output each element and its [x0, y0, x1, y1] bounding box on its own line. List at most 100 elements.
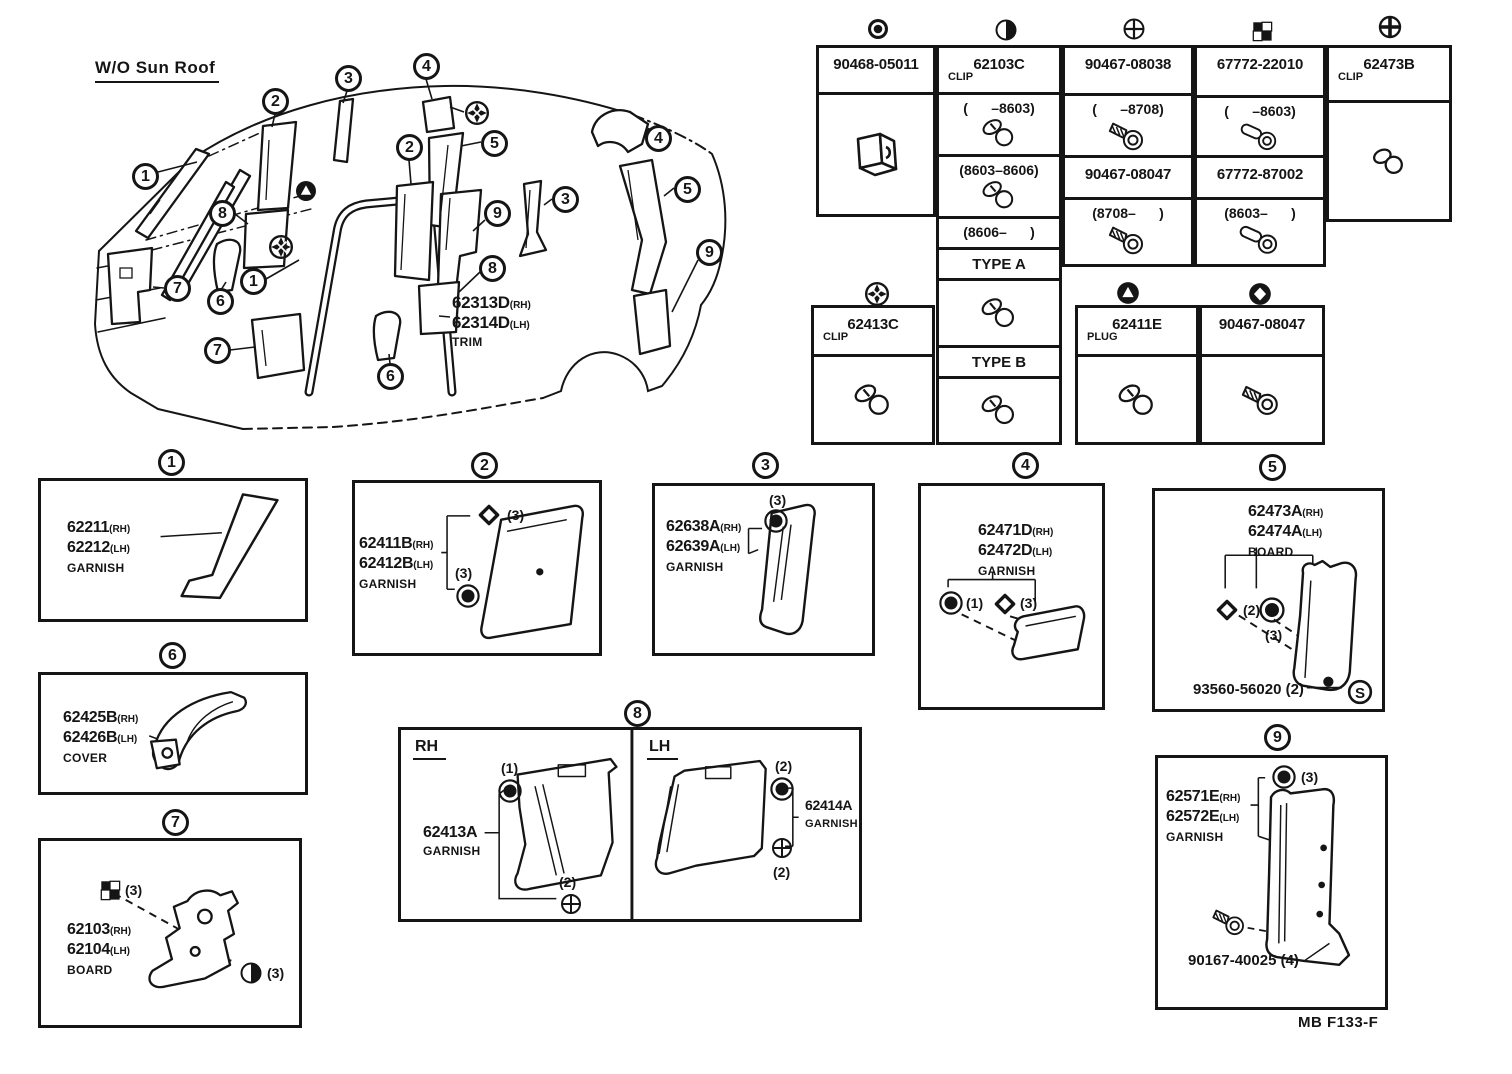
squares-icon: [1251, 20, 1273, 42]
dot-icon: [455, 583, 481, 609]
squares-icon: [99, 879, 121, 901]
part-number: 62473A: [1248, 503, 1303, 520]
callout-3: 3: [335, 65, 362, 92]
screw-drawing: [1102, 117, 1154, 155]
star-circle-icon: [464, 100, 490, 126]
part-number: 62571E: [1166, 788, 1220, 805]
detail-callout-2: 2: [471, 452, 498, 479]
callout-9: 9: [696, 239, 723, 266]
callout-7: 7: [164, 275, 191, 302]
fastener-col-67772: 67772-22010 ( –8603) 67772-87002 (8603– …: [1194, 45, 1326, 267]
part-number: 90468-05011: [833, 56, 919, 73]
fastener-col-90467: 90467-08038 ( –8708) 90467-08047 (8708– …: [1062, 45, 1194, 267]
lh-header: LH: [647, 738, 679, 760]
part-number: 62425B: [63, 709, 118, 726]
callout-5b: 5: [674, 176, 701, 203]
screw-drawing: [1236, 380, 1288, 420]
screw-drawing: [1102, 221, 1154, 259]
callout-7b: 7: [204, 337, 231, 364]
triangle-circle-icon: [294, 179, 318, 203]
garnish-drawing: [747, 503, 816, 636]
dot-icon: [938, 590, 964, 616]
screw-part-number: 90167-40025: [1188, 952, 1277, 969]
part-number: 62474A: [1248, 523, 1303, 540]
part-number: 62473B: [1363, 56, 1415, 73]
sunroof-note: W/O Sun Roof: [95, 58, 220, 83]
part-number: 62426B: [63, 729, 118, 746]
callout-1b: 1: [240, 268, 267, 295]
clip-drawing: [977, 392, 1021, 428]
diamond-icon: [477, 503, 501, 527]
fastener-col-62473B: 62473B CLIP: [1326, 45, 1452, 222]
part-number: 62411E: [1112, 316, 1162, 333]
page-code: MB F133-F: [1298, 1014, 1379, 1031]
callout-1: 1: [132, 163, 159, 190]
detail-box-6: 62425B(RH) 62426B(LH) COVER: [38, 672, 308, 795]
callout-3b: 3: [552, 186, 579, 213]
fastener-box-90467-08047: 90467-08047: [1199, 305, 1325, 445]
board-drawing: [1224, 547, 1358, 692]
dot-icon: [1258, 596, 1286, 624]
grommet-drawing: [1366, 142, 1412, 180]
dot-icon: [497, 778, 523, 804]
callout-6: 6: [207, 288, 234, 315]
part-number: 62413C: [847, 316, 899, 333]
part-number: 62314D: [452, 313, 510, 332]
part-number: 62104: [67, 941, 110, 958]
diamond-circle-icon: [1247, 281, 1273, 307]
garnish-drawing: [947, 571, 1086, 661]
fastener-col-90468: 90468-05011: [816, 45, 936, 217]
cross-circle-icon: [1122, 17, 1146, 41]
star-circle-icon: [864, 281, 890, 307]
type-a-label: TYPE A: [972, 256, 1026, 273]
car-body-diagram: [93, 78, 727, 430]
part-number: 62411B: [359, 535, 413, 552]
callout-4b: 4: [645, 125, 672, 152]
part-number: 62212: [67, 539, 110, 556]
part-number: 90467-08047: [1218, 316, 1306, 333]
callout-9b: 9: [484, 200, 511, 227]
dot-icon: [769, 776, 795, 802]
part-number: 62638A: [666, 518, 721, 535]
part-number: 62103C: [973, 56, 1025, 73]
detail-box-1: 62211(RH) 62212(LH) GARNISH: [38, 478, 308, 622]
part-number: 90467-08047: [1084, 166, 1172, 183]
thin-cross-circle-icon: [559, 892, 583, 916]
callout-6b: 6: [377, 363, 404, 390]
detail-box-5: (2) (3) 62473A(RH) 62474A(LH) BOARD 9356…: [1152, 488, 1385, 712]
s-circle-icon: [1347, 679, 1373, 705]
detail-callout-1: 1: [158, 449, 185, 476]
callout-5: 5: [481, 130, 508, 157]
part-number: 62313D: [452, 293, 510, 312]
callout-2b: 2: [396, 134, 423, 161]
door-trim-label: 62313D(RH) 62314D(LH) TRIM: [452, 293, 531, 349]
detail-callout-4: 4: [1012, 452, 1039, 479]
callout-2: 2: [262, 88, 289, 115]
plug-drawing: [1114, 381, 1160, 419]
callout-8b: 8: [479, 255, 506, 282]
part-number: 67772-87002: [1216, 166, 1304, 183]
callout-4: 4: [413, 53, 440, 80]
bolt-drawing: [1234, 221, 1286, 259]
thin-cross-circle-icon: [770, 836, 794, 860]
clip-drawing: [850, 381, 896, 419]
detail-callout-8: 8: [624, 700, 651, 727]
star-circle-icon: [268, 234, 294, 260]
leader-lines: [152, 78, 699, 365]
triangle-circle-icon: [1115, 280, 1141, 306]
bold-cross-circle-icon: [1378, 15, 1402, 39]
clip-drawing: [977, 178, 1021, 212]
half-circle-icon: [994, 18, 1018, 42]
detail-callout-7: 7: [162, 809, 189, 836]
detail-callout-5: 5: [1259, 454, 1286, 481]
detail-box-9: (3) 62571E(RH) 62572E(LH) GARNISH 90167-…: [1155, 755, 1388, 1010]
callout-8: 8: [209, 200, 236, 227]
fastener-col-62103C: 62103C CLIP ( –8603) (8603–8606) (8606– …: [936, 45, 1062, 445]
detail-callout-9: 9: [1264, 724, 1291, 751]
clip-drawing: [977, 295, 1021, 331]
dot-icon: [763, 508, 789, 534]
bracket-clip-drawing: [844, 127, 908, 183]
diamond-icon: [993, 592, 1017, 616]
board-drawing: [113, 889, 239, 989]
